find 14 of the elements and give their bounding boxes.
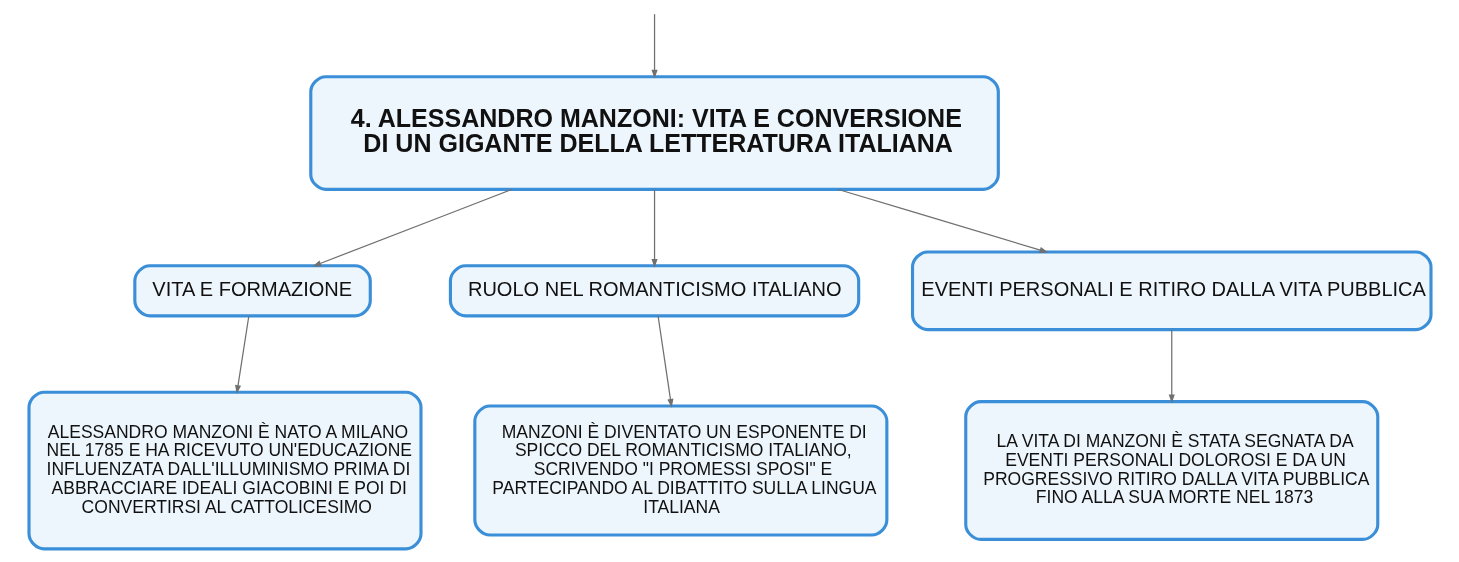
node-box: ALESSANDRO MANZONI È NATO A MILANO NEL 1785 E HA RICEVUTO UN'EDUCAZIONE INFLUENZATA DALL'ILLUMINISMO PRIMA DI ABBRACCIARE IDEALI GIACOBINI E POI DI CONVERTIRSI AL CATTOLICESIMO bbox=[26, 390, 423, 551]
arrow bbox=[234, 315, 249, 394]
node-box: RUOLO NEL ROMANTICISMO ITALIANO bbox=[448, 264, 860, 318]
arrow bbox=[650, 188, 658, 268]
node-box: EVENTI PERSONALI E RITIRO DALLA VITA PUBBLICA bbox=[910, 250, 1433, 332]
node-box: MANZONI È DIVENTATO UN ESPONENTE DI SPICCO DEL ROMANTICISMO ITALIANO, SCRIVENDO "I PROMESSI SPOSI" E PARTECIPANDO AL DIBATTITO SULLA LINGUA ITALIANA bbox=[472, 404, 888, 537]
arrow bbox=[837, 188, 1048, 253]
arrow bbox=[1168, 329, 1175, 404]
node-box: LA VITA DI MANZONI È STATA SEGNATA DA EVENTI PERSONALI DOLOROSI E DA UN PROGRESSIVO RITIRO DALLA VITA PUBBLICA FINO ALLA SUA MORTE NEL 1873 bbox=[963, 400, 1379, 541]
node-box: 4. ALESSANDRO MANZONI: VITA E CONVERSIONE DI UN GIGANTE DELLA LETTERATURA ITALIANA bbox=[308, 75, 1000, 191]
arrow bbox=[650, 13, 658, 79]
arrow bbox=[311, 188, 512, 267]
node-box: VITA E FORMAZIONE bbox=[132, 264, 372, 318]
arrow bbox=[656, 315, 673, 408]
